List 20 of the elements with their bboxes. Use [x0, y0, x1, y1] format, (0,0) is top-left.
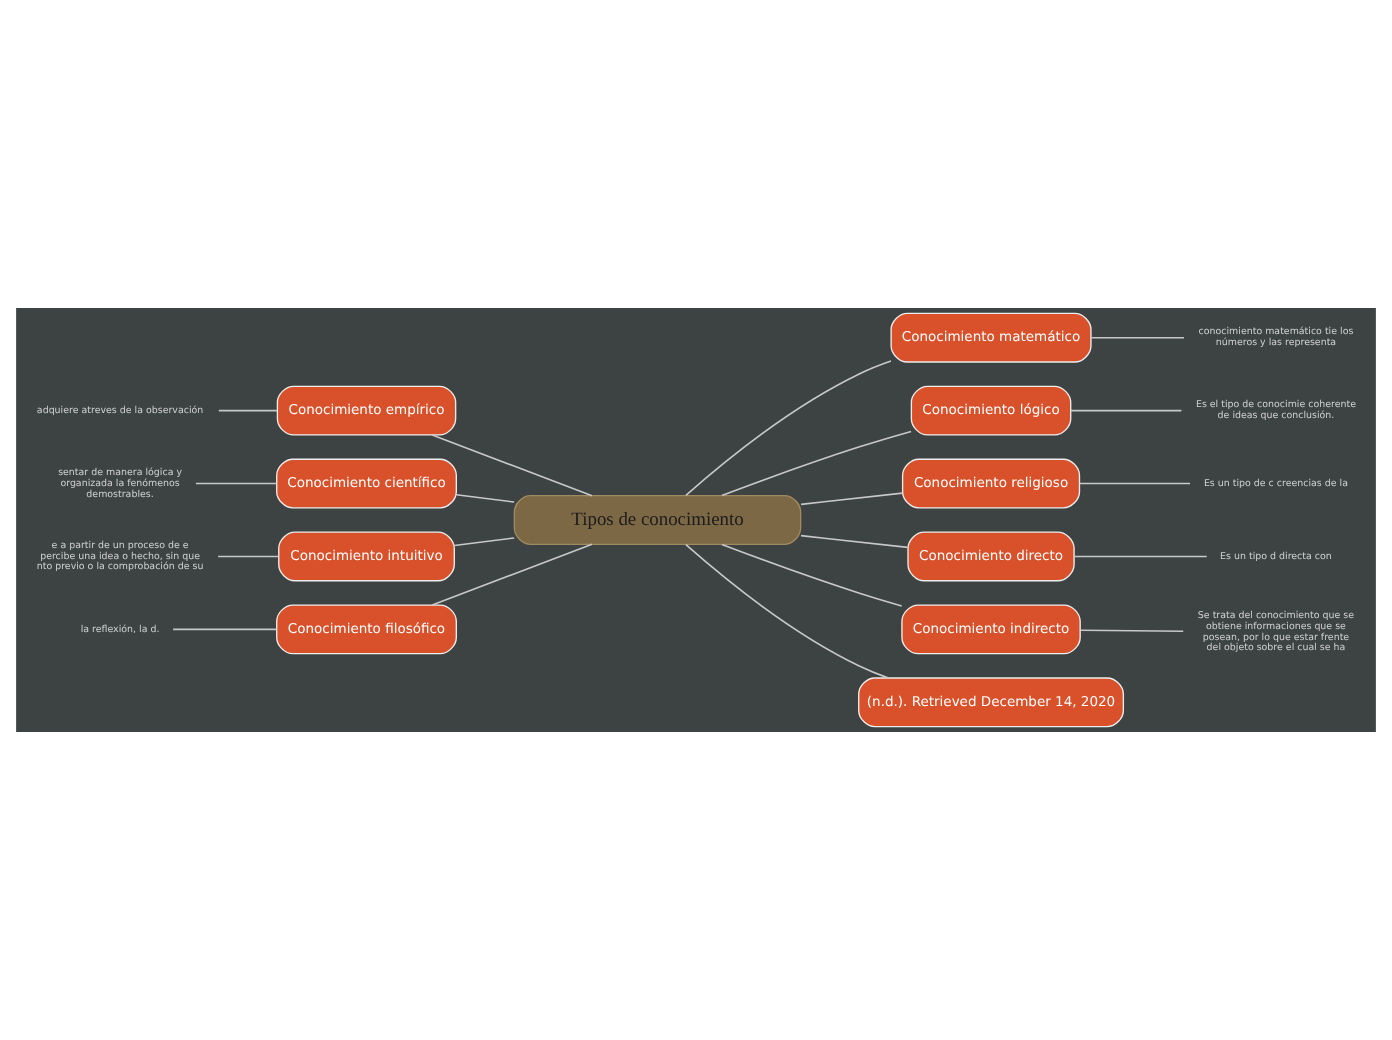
connector	[1078, 482, 1191, 485]
connector	[172, 628, 278, 631]
connector	[800, 534, 909, 549]
connector	[431, 434, 593, 497]
connector	[218, 409, 278, 412]
connector	[800, 492, 904, 506]
connector	[685, 543, 889, 679]
connector	[1073, 555, 1208, 558]
connector	[217, 555, 280, 558]
connector	[1070, 409, 1183, 412]
connector	[431, 543, 593, 606]
connector	[1090, 336, 1185, 339]
connector	[195, 482, 278, 485]
connector	[1079, 629, 1185, 632]
connector	[453, 537, 515, 547]
connector	[721, 430, 912, 497]
node-box: Tipos de conocimiento	[513, 495, 802, 545]
connector	[455, 493, 516, 503]
connector	[685, 360, 892, 497]
connector	[721, 543, 903, 607]
